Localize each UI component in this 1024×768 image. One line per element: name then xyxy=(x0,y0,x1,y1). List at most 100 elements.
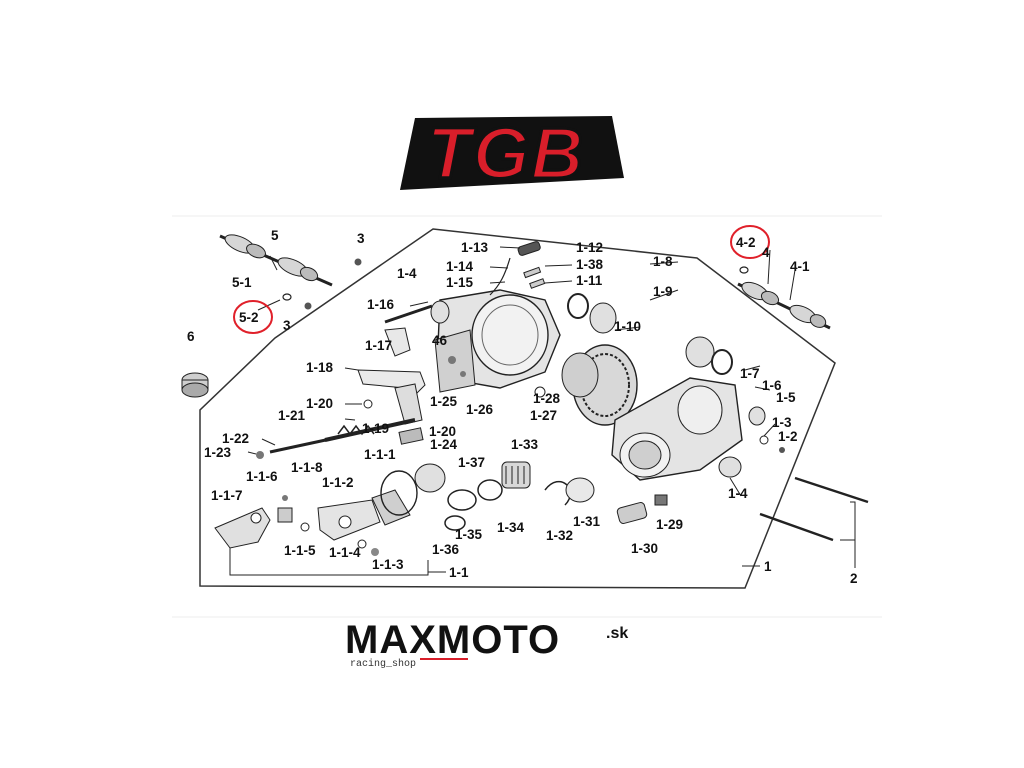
o-ring-5-2 xyxy=(282,293,292,301)
pin-1-22 xyxy=(269,436,336,454)
label-1-4-top: 1-4 xyxy=(397,266,417,281)
label-1-11: 1-11 xyxy=(576,273,603,288)
label-1-30: 1-30 xyxy=(631,541,658,556)
label-1-1-6: 1-1-6 xyxy=(246,469,278,484)
bolt-1-38 xyxy=(523,266,542,279)
yoke-1-1-7 xyxy=(214,507,271,549)
plug-3-left xyxy=(304,302,312,310)
tgb-brand-logo: TGB xyxy=(400,113,624,196)
label-1-13: 1-13 xyxy=(461,240,489,255)
maxmoto-domain-suffix: .sk xyxy=(606,625,628,642)
maxmoto-logo-text: MAXMOTO xyxy=(345,618,560,662)
ring-gear-1-10 xyxy=(561,344,638,426)
washer-1-28 xyxy=(534,386,546,398)
label-1-14: 1-14 xyxy=(446,259,474,274)
leader-2 xyxy=(840,501,856,541)
shim-1-36 xyxy=(444,515,466,531)
label-1-17: 1-17 xyxy=(365,338,392,353)
label-1-19: 1-19 xyxy=(362,421,389,436)
bolt-1-11 xyxy=(529,278,546,289)
label-1-36: 1-36 xyxy=(432,542,460,557)
label-1-1-8: 1-1-8 xyxy=(291,460,323,475)
label-1-1-4: 1-1-4 xyxy=(329,545,361,560)
shift-fork xyxy=(394,383,423,425)
label-1-31: 1-31 xyxy=(573,514,601,529)
label-1-12: 1-12 xyxy=(576,240,603,255)
u-joint-cross-1-1-6 xyxy=(277,495,293,523)
label-1-16: 1-16 xyxy=(367,297,395,312)
ring-1-34 xyxy=(477,479,503,501)
label-1-15: 1-15 xyxy=(446,275,474,290)
bracket-1-1 xyxy=(229,548,429,576)
seal-1-4-top xyxy=(430,300,450,324)
highlight-circle-5-2 xyxy=(233,300,273,334)
label-1-28: 1-28 xyxy=(533,391,561,406)
snap-ring-1-35 xyxy=(447,489,477,511)
label-1-1-3: 1-1-3 xyxy=(372,557,404,572)
left-axle-shaft-5 xyxy=(219,234,333,287)
label-1-18: 1-18 xyxy=(306,360,334,375)
label-1-9: 1-9 xyxy=(653,284,673,299)
pinion-flange-1-1-1 xyxy=(371,470,418,526)
seal-1-4-bottom xyxy=(718,456,742,478)
long-bolt-2-b xyxy=(759,512,834,542)
label-1-20-b: 1-20 xyxy=(429,424,456,439)
label-4-2: 4-2 xyxy=(736,235,756,250)
o-ring-1-3 xyxy=(759,435,769,445)
boot-6 xyxy=(181,372,209,398)
tgb-logo-outline-shape xyxy=(400,116,624,190)
part-number-labels: 1-13 1-12 1-14 1-38 1-15 1-11 1-8 1-9 1-… xyxy=(187,228,858,586)
maxmoto-tagline: racing_shop xyxy=(350,658,416,670)
label-1: 1 xyxy=(764,559,772,574)
leader-lines xyxy=(247,246,796,567)
label-4-1: 4-1 xyxy=(790,259,810,274)
seal-1-6 xyxy=(748,406,766,426)
label-3-left: 3 xyxy=(283,318,291,333)
washer-1-1-4 xyxy=(357,539,367,549)
cap-1-29 xyxy=(654,494,668,506)
shim-1-8 xyxy=(711,349,733,375)
bearing-1-37 xyxy=(414,463,446,493)
label-1-1-7: 1-1-7 xyxy=(211,488,243,503)
assembly-outline-1 xyxy=(199,228,836,589)
label-1-6: 1-6 xyxy=(762,378,782,393)
label-1-21: 1-21 xyxy=(278,408,306,423)
shift-rod-1-16 xyxy=(384,304,433,324)
label-46: 46 xyxy=(432,333,448,348)
shim-1-11 xyxy=(567,293,589,319)
clip-1-32 xyxy=(544,480,572,506)
yoke-1-1-2 xyxy=(317,499,381,541)
shaft-1-21 xyxy=(324,418,416,442)
label-1-20-a: 1-20 xyxy=(306,396,333,411)
front-housing xyxy=(434,289,561,393)
label-1-38: 1-38 xyxy=(576,257,604,272)
label-1-33: 1-33 xyxy=(511,437,539,452)
label-4: 4 xyxy=(762,245,770,260)
o-ring-4-2 xyxy=(739,266,749,274)
label-1-1-5: 1-1-5 xyxy=(284,543,316,558)
highlight-circle-4-2 xyxy=(730,225,770,259)
label-5-2: 5-2 xyxy=(239,310,259,325)
bearing-1-33 xyxy=(501,461,531,489)
lever-1-17 xyxy=(384,327,411,357)
label-1-10: 1-10 xyxy=(614,319,641,334)
label-1-24: 1-24 xyxy=(430,437,458,452)
label-1-37: 1-37 xyxy=(458,455,485,470)
label-1-1-2: 1-1-2 xyxy=(322,475,354,490)
bearing-1-9a xyxy=(589,302,617,334)
nut-1-1-3 xyxy=(371,548,379,556)
bearing-1-9b xyxy=(685,336,715,368)
label-1-2: 1-2 xyxy=(778,429,798,444)
label-3-top: 3 xyxy=(357,231,365,246)
label-1-25: 1-25 xyxy=(430,394,458,409)
washer-1-23 xyxy=(256,451,264,459)
label-1-5: 1-5 xyxy=(776,390,796,405)
label-1-1-1: 1-1-1 xyxy=(364,447,396,462)
label-5: 5 xyxy=(271,228,279,243)
label-1-23: 1-23 xyxy=(204,445,232,460)
sensor-1-30 xyxy=(616,502,648,524)
label-5-1: 5-1 xyxy=(232,275,252,290)
long-bolt-2-a xyxy=(794,476,869,504)
ring-1-31 xyxy=(565,477,595,503)
